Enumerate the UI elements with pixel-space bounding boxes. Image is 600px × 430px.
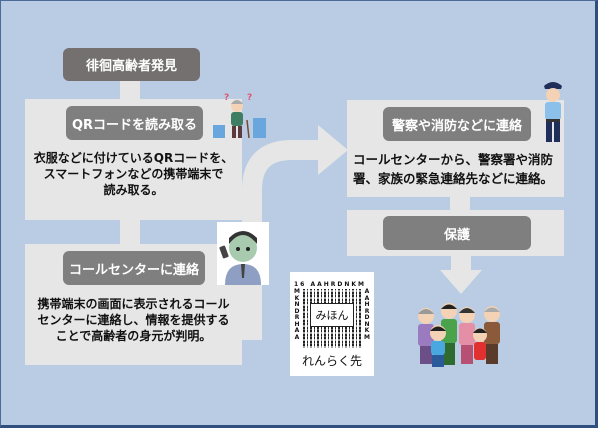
desc-line: ことで高齢者の身元が判明。 [55, 329, 212, 343]
step-notify-police: 警察や消防などに連絡 [383, 107, 531, 141]
desc-line: 読み取る。 [103, 183, 164, 197]
svg-text:?: ? [247, 93, 252, 103]
notify-police-description: コールセンターから、警察署や消防 署、家族の緊急連絡先などに連絡。 [353, 150, 563, 188]
family-icon [418, 303, 500, 367]
desc-line: コールセンターから、警察署や消防 [353, 152, 554, 167]
connector [450, 197, 470, 210]
qr-footer: れんらく先 [301, 354, 362, 368]
read-qr-description: 衣服などに付けているQRコードを、 スマートフォンなどの携帯端末で 読み取る。 [25, 150, 242, 198]
call-center-description: 携帯端末の画面に表示されるコール センターに連絡し、情報を提供する ことで高齢者… [25, 296, 242, 344]
step-read-qr: QRコードを読み取る [66, 106, 203, 140]
desc-line: 署、家族の緊急連絡先などに連絡。 [353, 171, 554, 186]
step-protect: 保護 [383, 216, 531, 250]
desc-line: 携帯端末の画面に表示されるコール [37, 297, 230, 311]
qr-top-code: 16 AAHRDNKM [294, 281, 366, 288]
step-discover-elderly: 徘徊高齢者発見 [63, 48, 200, 81]
qr-left-code: MKNDRHAA [294, 288, 300, 341]
desc-line: 衣服などに付けているQRコードを、 [33, 151, 234, 165]
confused-elderly-icon: ? ? [213, 93, 266, 139]
connector [120, 80, 140, 100]
step-call-center: コールセンターに連絡 [63, 251, 205, 285]
connector [120, 220, 140, 245]
desc-line: センターに連絡し、情報を提供する [37, 313, 230, 327]
police-officer-icon [544, 82, 562, 142]
desc-line: スマートフォンなどの携帯端末で [43, 167, 224, 181]
svg-text:?: ? [224, 93, 229, 103]
qr-sticker: 16 AAHRDNKM MKNDRHAA AAHRDNKM みほん れんらく先 [290, 272, 374, 376]
down-arrow [440, 256, 482, 294]
qr-name-label: みほん [310, 303, 354, 327]
qr-right-code: AAHRDNKM [364, 288, 370, 341]
worried-man-phone-icon [217, 222, 269, 285]
